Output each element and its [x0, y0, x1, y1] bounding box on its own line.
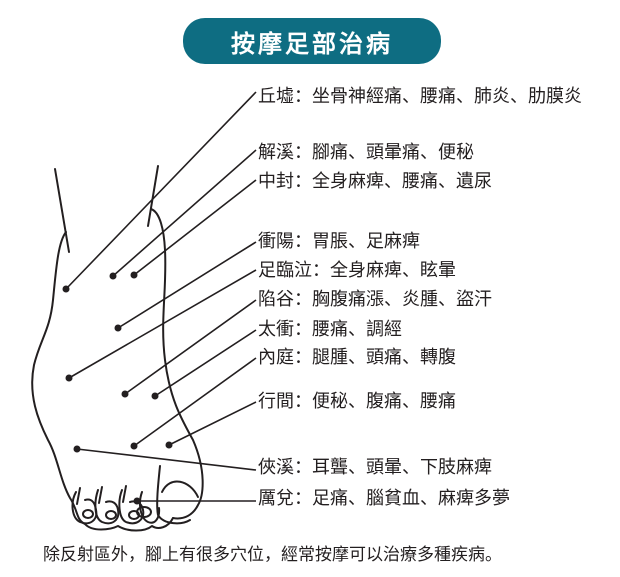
label-qiuxu: 丘墟：坐骨神經痛、腰痛、肺炎、肋膜炎 — [258, 86, 582, 107]
dot-zhongfeng — [130, 271, 138, 279]
dot-xingjian — [165, 441, 173, 449]
label-taichong: 太衝：腰痛、調經 — [258, 319, 402, 340]
label-zulinqi: 足臨泣：全身麻痺、眩暈 — [258, 260, 456, 281]
dot-xiangu — [121, 390, 129, 398]
label-chongyang: 衝陽：胃脹、足麻痺 — [258, 231, 420, 252]
label-neiting: 內庭：腿腫、頭痛、轉腹 — [258, 347, 456, 368]
dot-jiexi — [109, 272, 117, 280]
label-zhongfeng: 中封：全身麻痺、腰痛、遺尿 — [258, 171, 492, 192]
foot-outline — [31, 165, 204, 532]
dot-qiuxu — [62, 285, 70, 293]
label-xingjian: 行間：便秘、腹痛、腰痛 — [258, 391, 456, 412]
label-xiaxi: 俠溪：耳聾、頭暈、下肢麻痺 — [258, 457, 492, 478]
leader-lines — [65, 91, 257, 502]
label-lidui: 厲兌：足痛、腦貧血、麻痺多夢 — [258, 488, 510, 509]
label-xiangu: 陷谷：胸腹痛漲、炎腫、盜汗 — [258, 289, 492, 310]
page-title: 按摩足部治病 — [231, 29, 393, 58]
dot-chongyang — [114, 324, 122, 332]
title-banner: 按摩足部治病 — [183, 18, 441, 64]
dot-xiaxi — [73, 445, 81, 453]
dot-neiting — [130, 442, 138, 450]
acupoint-dots — [62, 271, 173, 505]
label-jiexi: 解溪：腳痛、頭暈痛、便秘 — [258, 142, 474, 163]
caption: 除反射區外，腳上有很多穴位，經常按摩可以治療多種疾病。 — [43, 545, 502, 565]
dot-lidui — [133, 497, 141, 505]
dot-taichong — [151, 392, 159, 400]
dot-zulinqi — [65, 374, 73, 382]
